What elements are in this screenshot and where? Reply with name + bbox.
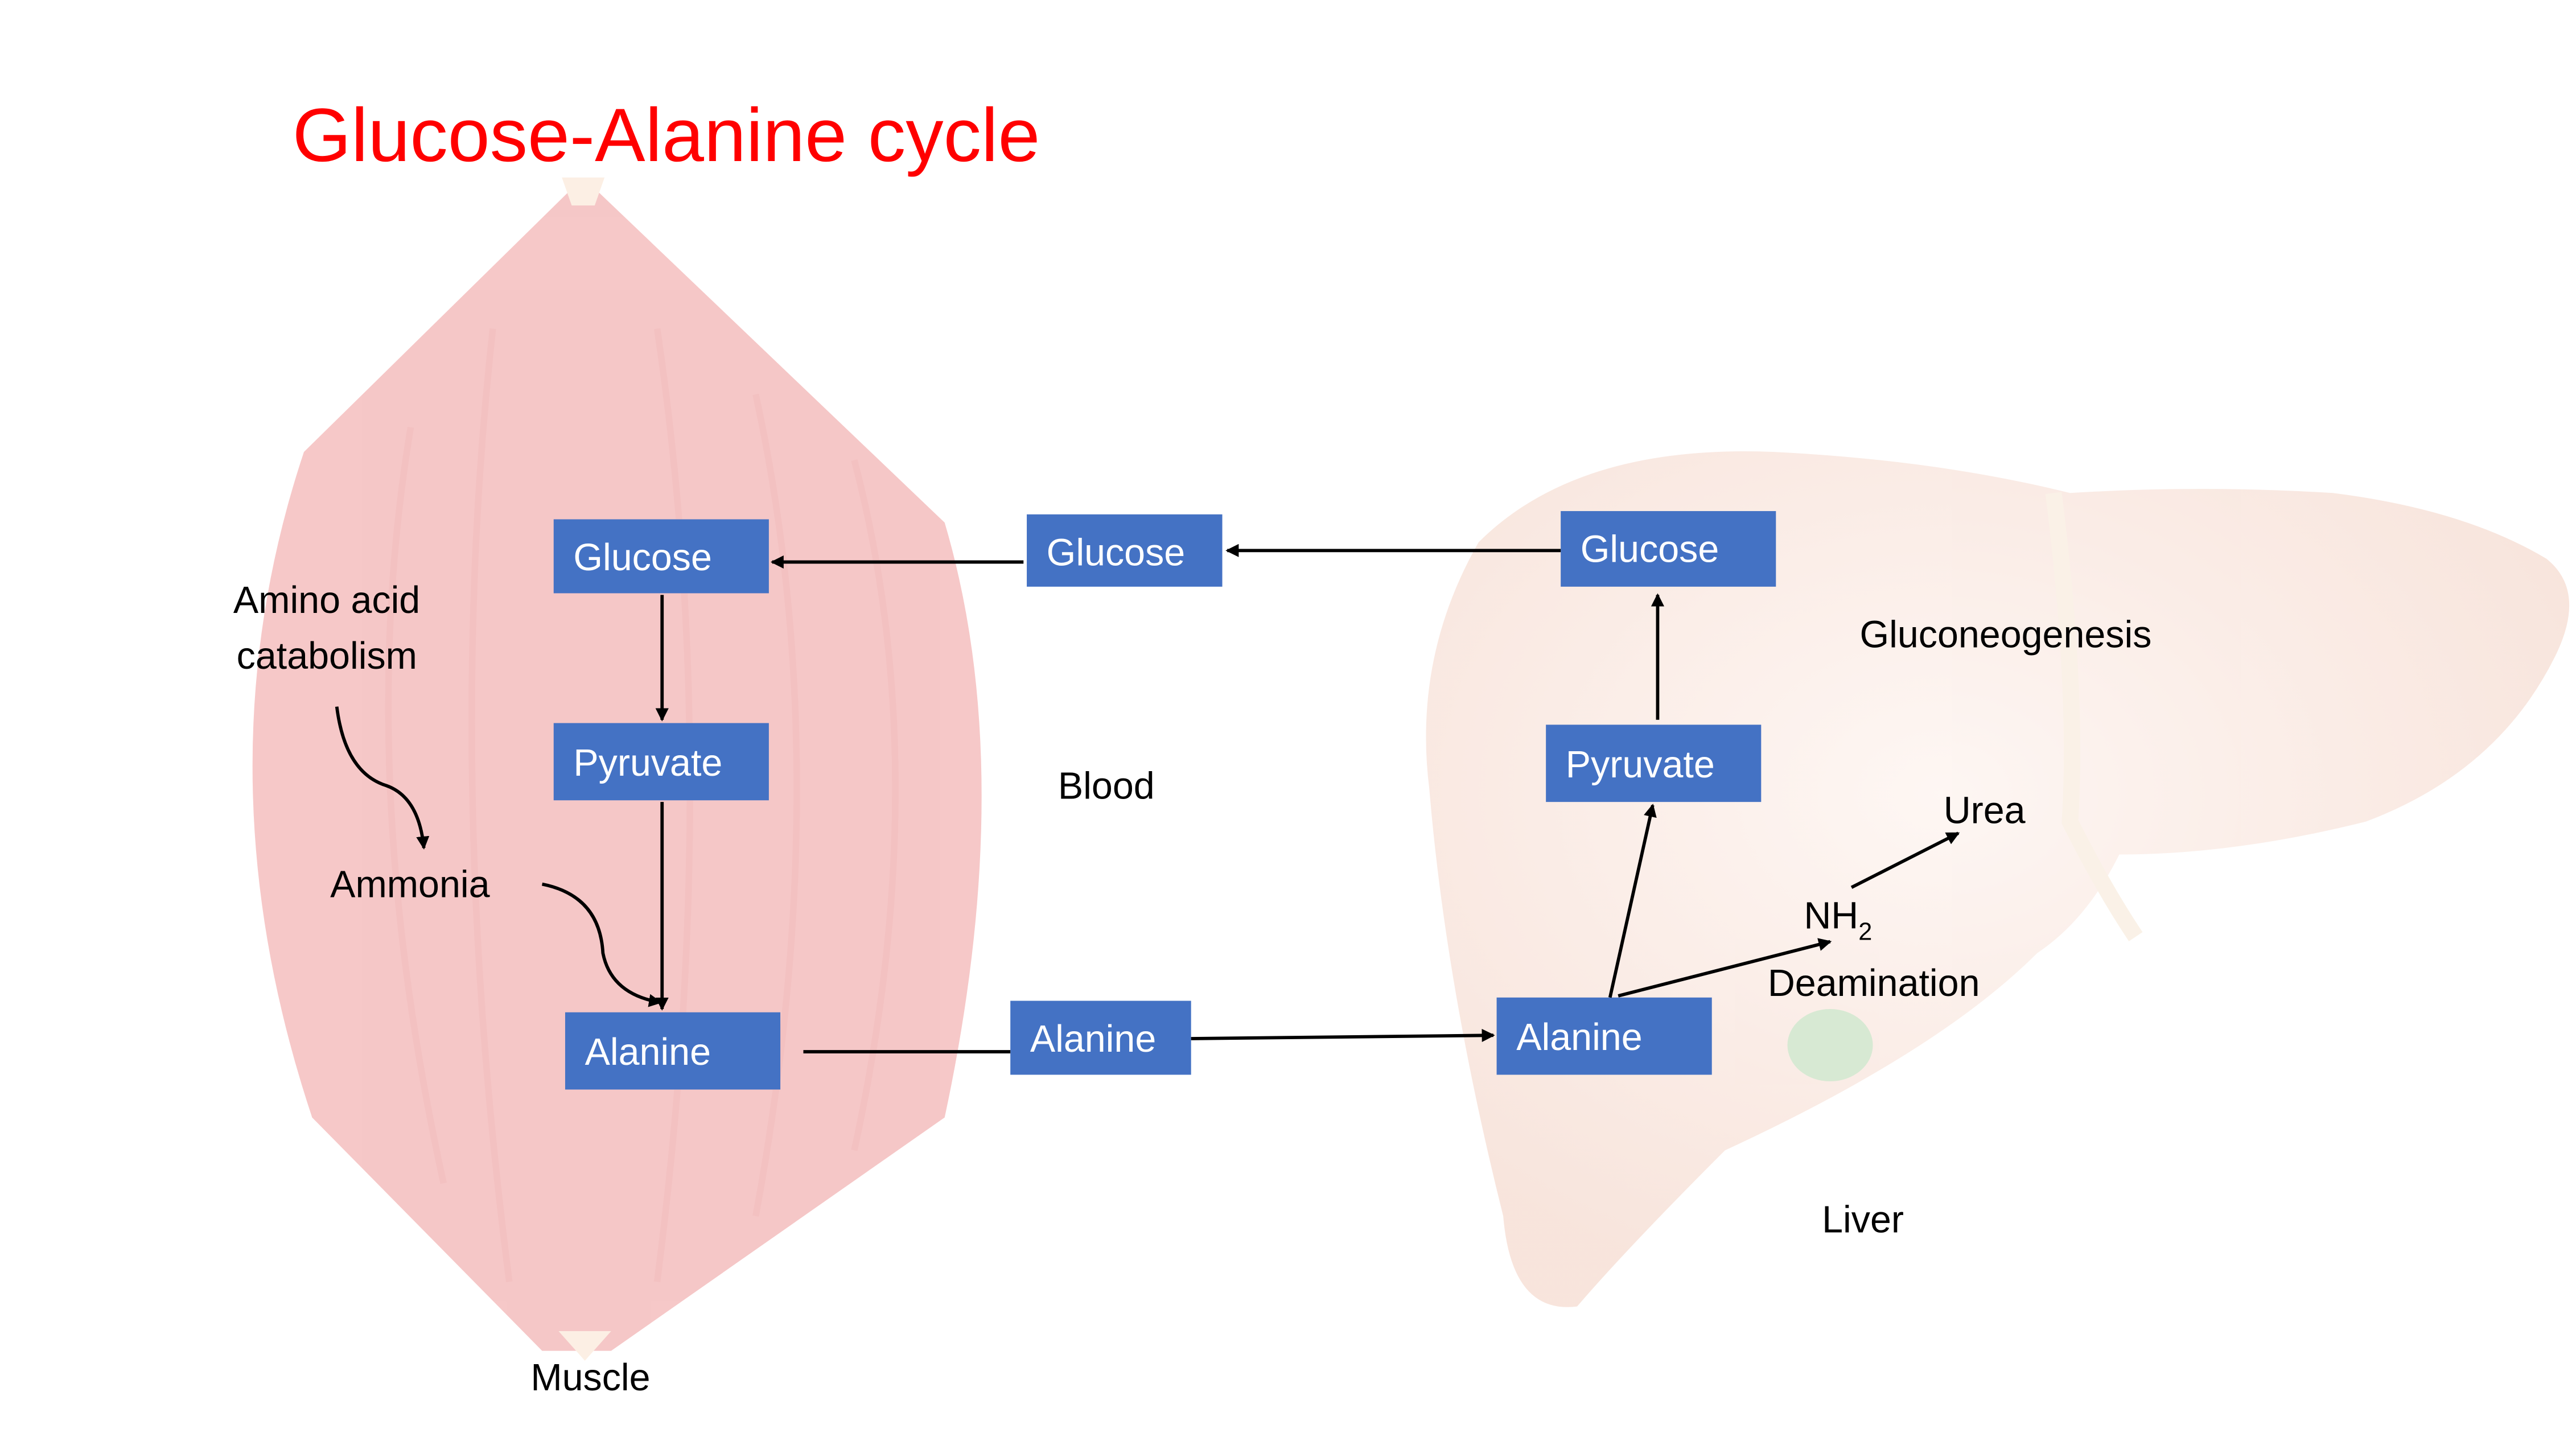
muscle-pyruvate-box: Pyruvate — [553, 723, 769, 801]
muscle-glucose-box: Glucose — [553, 519, 769, 594]
amino-acid-label: Amino acid — [233, 579, 420, 621]
muscle-pyruvate-label: Pyruvate — [573, 742, 722, 784]
deamination-label: Deamination — [1768, 962, 1980, 1004]
blood-label: Blood — [1058, 765, 1155, 807]
liver-illustration — [1426, 451, 2570, 1307]
blood-glucose-label: Glucose — [1047, 532, 1186, 574]
liver-alanine-box: Alanine — [1496, 997, 1712, 1075]
nh2-subscript: 2 — [1858, 919, 1872, 946]
nh2-label: NH2 — [1804, 895, 1872, 945]
liver-label: Liver — [1822, 1199, 1904, 1241]
blood-glucose-box: Glucose — [1027, 514, 1223, 587]
arrow-alanine-to-nh2 — [1618, 938, 1832, 998]
catabolism-label: catabolism — [237, 635, 417, 677]
liver-alanine-label: Alanine — [1516, 1016, 1642, 1059]
diagram-title: Glucose-Alanine cycle — [293, 93, 1040, 178]
muscle-alanine-box: Alanine — [565, 1012, 781, 1090]
arrow-liver-alanine-to-pyruvate — [1608, 804, 1657, 998]
arrow-ammonia-to-alanine — [541, 882, 662, 1007]
arrow-catabolism-to-ammonia — [335, 706, 430, 850]
nh2-main: NH — [1804, 895, 1858, 937]
liver-glucose-label: Glucose — [1581, 529, 1719, 571]
liver-glucose-box: Glucose — [1561, 511, 1776, 587]
muscle-glucose-label: Glucose — [573, 537, 712, 579]
blood-alanine-box: Alanine — [1010, 1000, 1191, 1075]
muscle-alanine-label: Alanine — [585, 1031, 711, 1073]
liver-pyruvate-label: Pyruvate — [1566, 744, 1715, 786]
blood-alanine-label: Alanine — [1030, 1018, 1156, 1060]
muscle-label: Muscle — [530, 1357, 650, 1399]
arrow-nh2-to-urea — [1850, 831, 1960, 889]
gluconeogenesis-label: Gluconeogenesis — [1859, 614, 2151, 656]
arrow-blood-alanine-to-liver — [1191, 1028, 1495, 1042]
urea-label: Urea — [1944, 790, 2026, 832]
ammonia-label: Ammonia — [330, 864, 489, 906]
liver-pyruvate-box: Pyruvate — [1546, 724, 1762, 802]
